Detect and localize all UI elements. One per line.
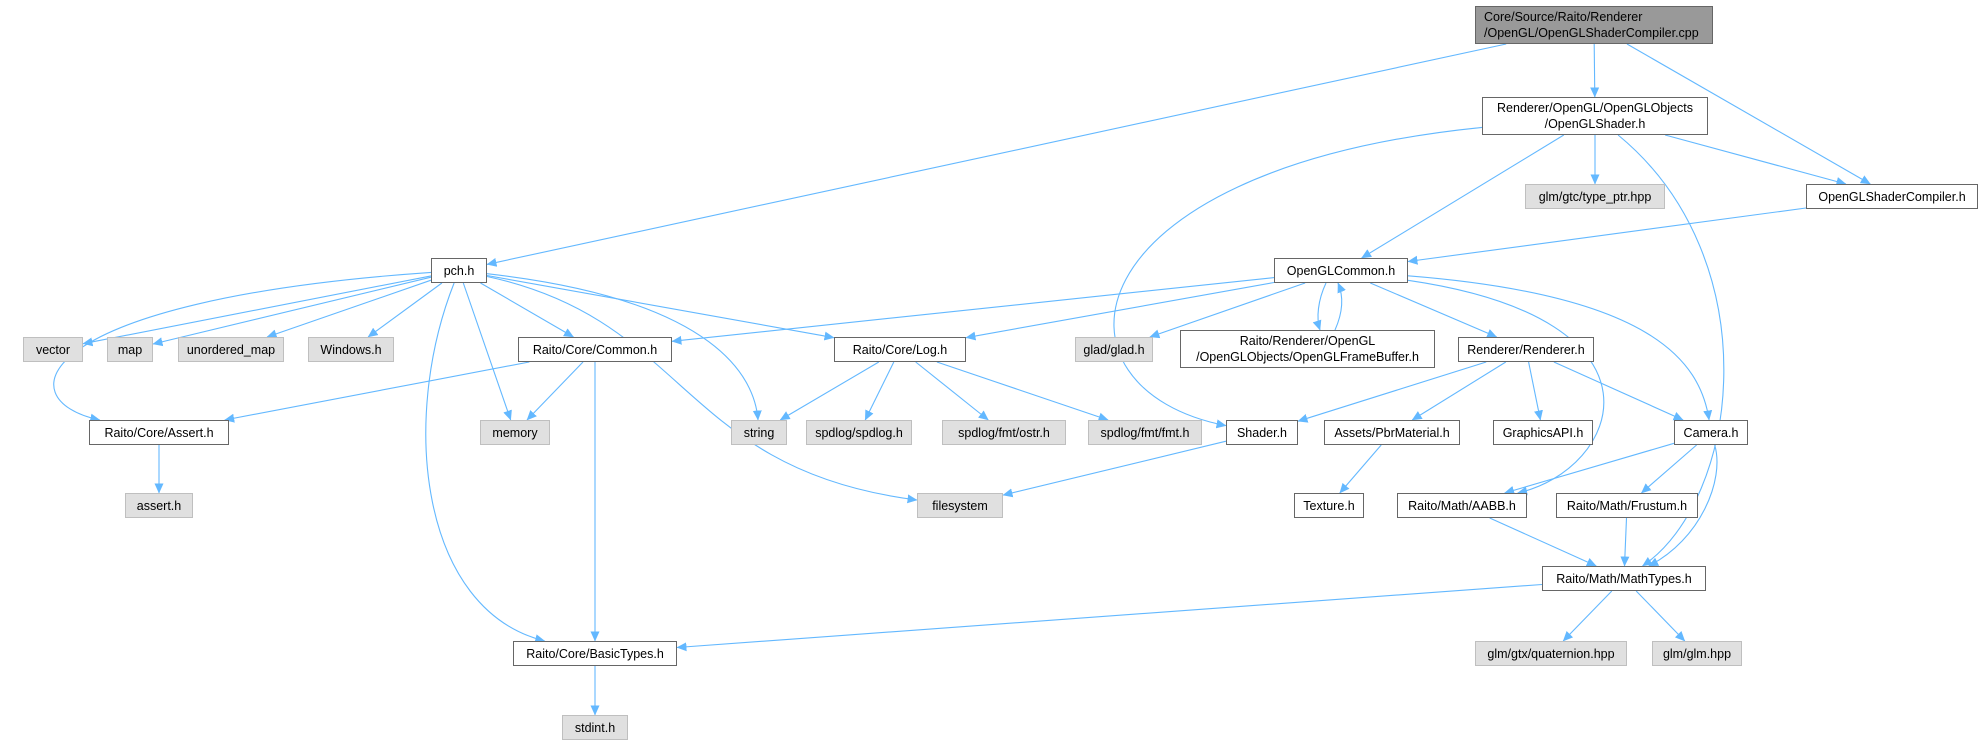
edge-mathtypes-h-to-glm-quaternion (1562, 590, 1613, 642)
node-openglshader-h-line2: /OpenGLShader.h (1544, 117, 1646, 131)
edge-openglcommon-h-to-aabb-h (1407, 279, 1605, 496)
edge-mathtypes-h-to-basictypes-h (676, 583, 1543, 652)
node-glm-quaternion: glm/gtx/quaternion.hpp (1475, 641, 1627, 666)
node-openglcommon-h[interactable]: OpenGLCommon.h (1274, 258, 1408, 283)
edge-openglcommon-h-to-log-h (965, 281, 1275, 341)
edge-openglshader-h-to-mathtypes-h (1617, 134, 1725, 567)
node-assert-sys-h: assert.h (125, 493, 193, 518)
node-openglshader-h-line1: Renderer/OpenGL/OpenGLObjects (1497, 101, 1693, 115)
edge-root-to-openglshadercompiler-h (1626, 43, 1871, 185)
edge-pch-h-to-vector (82, 275, 432, 347)
edge-log-h-to-spdlog-h (864, 361, 895, 421)
node-assert-h[interactable]: Raito/Core/Assert.h (89, 420, 229, 445)
node-openglshader-h[interactable]: Renderer/OpenGL/OpenGLObjects /OpenGLSha… (1482, 97, 1708, 135)
node-string: string (731, 420, 787, 445)
node-openglframebuffer-h[interactable]: Raito/Renderer/OpenGL /OpenGLObjects/Ope… (1180, 330, 1435, 368)
edge-openglshader-h-to-openglshadercompiler-h (1664, 134, 1847, 186)
edge-log-h-to-fmt-fmt-h (936, 361, 1109, 422)
node-glm-type-ptr: glm/gtc/type_ptr.hpp (1525, 184, 1665, 209)
node-windows-h: Windows.h (308, 337, 394, 362)
edge-pch-h-to-common-h (480, 282, 574, 338)
edge-camera-h-to-aabb-h (1504, 442, 1675, 495)
edge-camera-h-to-frustum-h (1641, 444, 1697, 494)
edge-log-h-to-string (779, 361, 880, 421)
node-glm-glm: glm/glm.hpp (1652, 641, 1742, 666)
edge-renderer-h-to-graphicsapi-h (1528, 361, 1543, 421)
edge-renderer-h-to-pbrmaterial-h (1411, 361, 1507, 421)
edge-renderer-h-to-shader-h (1297, 361, 1487, 423)
edge-pch-h-to-windows-h (367, 282, 443, 338)
node-fmt-fmt-h: spdlog/fmt/fmt.h (1088, 420, 1202, 445)
node-openglshadercompiler-h[interactable]: OpenGLShaderCompiler.h (1806, 184, 1978, 209)
edge-pch-h-to-filesystem (486, 275, 918, 504)
node-mathtypes-h[interactable]: Raito/Math/MathTypes.h (1542, 566, 1706, 591)
edge-openglcommon-h-to-renderer-h (1370, 282, 1498, 338)
node-graphicsapi-h[interactable]: GraphicsAPI.h (1493, 420, 1593, 445)
node-root-file: Core/Source/Raito/Renderer /OpenGL/OpenG… (1475, 6, 1713, 44)
edge-openglshader-h-to-shader-h (1113, 126, 1483, 429)
edge-pch-h-to-unordered-map (266, 279, 432, 339)
edge-pch-h-to-string (486, 273, 762, 421)
edge-log-h-to-fmt-ostr-h (915, 361, 989, 421)
node-common-h[interactable]: Raito/Core/Common.h (518, 337, 672, 362)
node-basictypes-h[interactable]: Raito/Core/BasicTypes.h (513, 641, 677, 666)
edge-renderer-h-to-camera-h (1553, 361, 1684, 421)
node-renderer-h[interactable]: Renderer/Renderer.h (1458, 337, 1594, 362)
edge-pch-h-to-basictypes-h (425, 282, 546, 644)
edge-openglcommon-h-to-camera-h (1407, 275, 1713, 421)
node-filesystem: filesystem (917, 493, 1003, 518)
node-memory: memory (480, 420, 550, 445)
edge-camera-h-to-mathtypes-h (1648, 444, 1718, 567)
edge-pch-h-to-map (152, 276, 432, 347)
node-root-line1: Core/Source/Raito/Renderer (1484, 10, 1643, 24)
edge-openglshadercompiler-h-to-openglcommon-h (1407, 207, 1807, 265)
node-aabb-h[interactable]: Raito/Math/AABB.h (1397, 493, 1527, 518)
edge-openglcommon-h-to-glad-h (1149, 282, 1306, 339)
edge-openglcommon-h-to-common-h (671, 277, 1275, 345)
node-root-line2: /OpenGL/OpenGLShaderCompiler.cpp (1484, 26, 1699, 40)
node-stdint-h: stdint.h (562, 715, 628, 740)
edge-common-h-to-assert-h (224, 361, 530, 423)
node-openglframebuffer-h-line1: Raito/Renderer/OpenGL (1239, 334, 1376, 348)
edge-root-to-pch-h (486, 43, 1507, 267)
node-pbrmaterial-h[interactable]: Assets/PbrMaterial.h (1324, 420, 1460, 445)
node-pch-h[interactable]: pch.h (431, 258, 487, 283)
node-vector: vector (23, 337, 83, 362)
node-unordered-map: unordered_map (178, 337, 284, 362)
edge-shader-h-to-filesystem (1002, 440, 1227, 498)
node-openglframebuffer-h-line2: /OpenGLObjects/OpenGLFrameBuffer.h (1196, 350, 1419, 364)
edge-frustum-h-to-mathtypes-h (1620, 517, 1630, 567)
edge-root-to-openglshader-h (1590, 43, 1600, 98)
node-fmt-ostr-h: spdlog/fmt/ostr.h (942, 420, 1066, 445)
node-shader-h[interactable]: Shader.h (1226, 420, 1298, 445)
edge-mathtypes-h-to-glm-glm (1635, 590, 1686, 642)
node-camera-h[interactable]: Camera.h (1674, 420, 1748, 445)
node-glad-h: glad/glad.h (1075, 337, 1153, 362)
node-frustum-h[interactable]: Raito/Math/Frustum.h (1556, 493, 1698, 518)
edge-pbrmaterial-h-to-texture-h (1339, 444, 1382, 494)
node-log-h[interactable]: Raito/Core/Log.h (834, 337, 966, 362)
edge-pch-h-to-log-h (486, 274, 835, 341)
edge-framebuffer-h-to-openglcommon-h (1334, 282, 1346, 331)
edge-openglshader-h-to-openglcommon-h (1361, 134, 1565, 259)
edge-aabb-h-to-mathtypes-h (1489, 517, 1597, 567)
node-spdlog-h: spdlog/spdlog.h (806, 420, 912, 445)
node-map: map (107, 337, 153, 362)
node-texture-h[interactable]: Texture.h (1294, 493, 1364, 518)
edge-pch-h-to-memory (462, 282, 512, 421)
edge-common-h-to-memory (526, 361, 584, 421)
edge-openglcommon-h-to-framebuffer-h (1312, 282, 1327, 331)
